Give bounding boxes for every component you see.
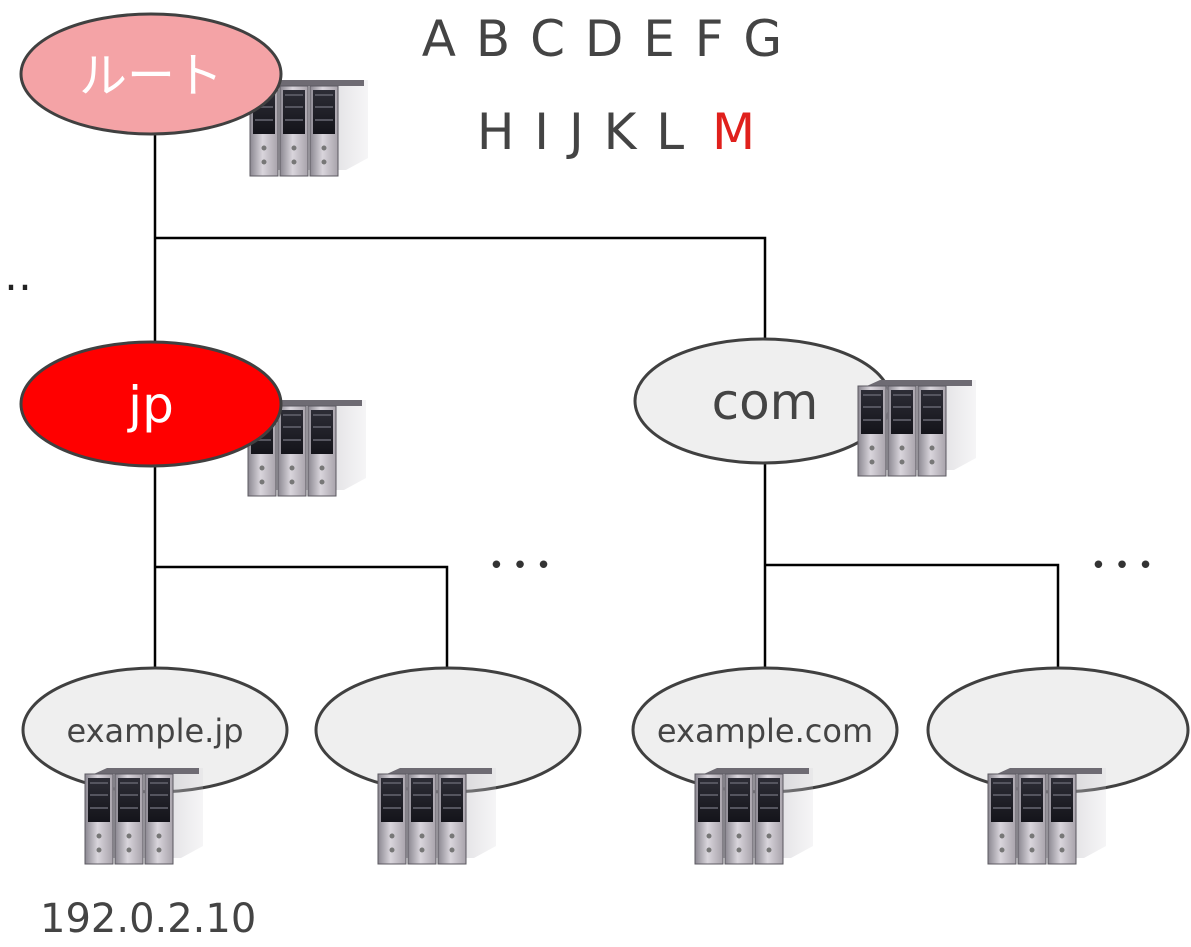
server-rack-icon	[858, 380, 976, 476]
jp-ellipse	[19, 340, 283, 468]
tree-connectors	[153, 118, 1060, 668]
root-servers-row2: H I J K L M	[477, 103, 757, 161]
example-jp-node: example.jp	[21, 666, 289, 864]
jp-children-split-line	[155, 565, 449, 668]
jp-node: jp	[19, 340, 366, 496]
server-rack-icon	[85, 768, 203, 864]
server-rack-icon	[988, 768, 1106, 864]
com-more-ellipsis: • • •	[1091, 551, 1154, 581]
jp-other-child-node	[314, 666, 582, 864]
server-rack-icon	[695, 768, 813, 864]
root-node: ルート	[19, 12, 368, 176]
root-label: ルート	[79, 48, 223, 104]
jp-label: jp	[127, 376, 174, 434]
root-server-letters: A B C D E F G H I J K L M	[422, 10, 784, 161]
jp-more-ellipsis: • • •	[489, 551, 552, 581]
ip-address-label: 192.0.2.10	[40, 896, 256, 942]
left-ellipsis: …	[0, 251, 32, 300]
root-servers-row2-text: H I J K L	[477, 103, 686, 161]
server-rack-icon	[378, 768, 496, 864]
com-node: com	[633, 337, 976, 476]
example-jp-label: example.jp	[66, 712, 243, 750]
com-other-child-node	[926, 666, 1190, 864]
example-com-node: example.com	[631, 666, 899, 864]
root-servers-row1: A B C D E F G	[422, 10, 784, 68]
root-ellipse	[19, 12, 283, 136]
root-server-highlighted: M	[712, 103, 757, 161]
com-label: com	[712, 373, 819, 431]
com-children-split-line	[765, 563, 1060, 668]
example-com-label: example.com	[657, 712, 873, 750]
root-split-line	[155, 236, 767, 340]
